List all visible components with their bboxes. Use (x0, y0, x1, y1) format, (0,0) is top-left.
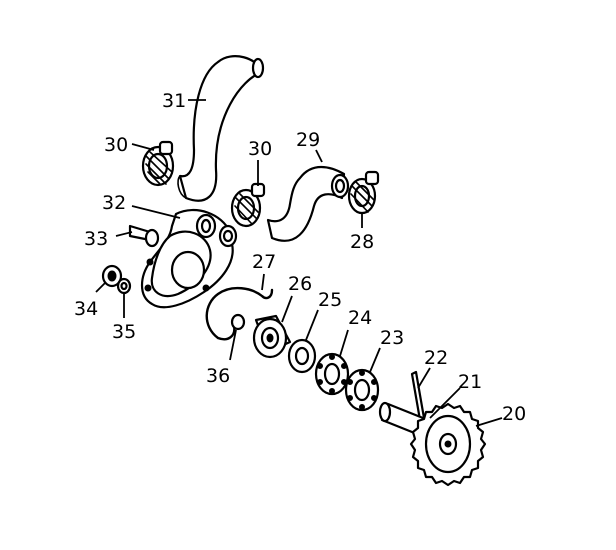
bolt-33 (128, 224, 160, 248)
callout-23: 23 (380, 327, 404, 349)
bearing-24 (314, 352, 350, 396)
callout-34: 34 (74, 298, 98, 320)
hose-31 (177, 55, 265, 202)
callout-21: 21 (458, 371, 482, 393)
callout-27: 27 (252, 251, 276, 273)
leader-lines (95, 99, 503, 427)
pin-22 (410, 370, 426, 422)
callout-32: 32 (102, 192, 126, 214)
hose-clamp-28 (347, 170, 380, 215)
hose-clamp-30a (141, 140, 175, 187)
callout-24: 24 (348, 307, 372, 329)
callout-30-left: 30 (104, 134, 128, 156)
callout-35: 35 (112, 321, 136, 343)
seal-25 (287, 338, 317, 374)
nut-34 (101, 264, 123, 288)
washer-35 (116, 277, 132, 295)
callout-25: 25 (318, 289, 342, 311)
impeller-26 (252, 314, 292, 359)
hose-clamp-30b (230, 182, 266, 228)
callout-22: 22 (424, 347, 448, 369)
callout-30-middle: 30 (248, 138, 272, 160)
hose-29 (266, 165, 350, 242)
callout-20: 20 (502, 403, 526, 425)
callout-28: 28 (350, 231, 374, 253)
callout-26: 26 (288, 273, 312, 295)
callout-36: 36 (206, 365, 230, 387)
pump-cover-32 (140, 209, 238, 309)
callout-29: 29 (296, 129, 320, 151)
o-ring-36 (230, 313, 246, 331)
gear-20 (409, 402, 487, 487)
callout-31: 31 (162, 90, 186, 112)
callout-33: 33 (84, 228, 108, 250)
bearing-23 (344, 368, 380, 412)
